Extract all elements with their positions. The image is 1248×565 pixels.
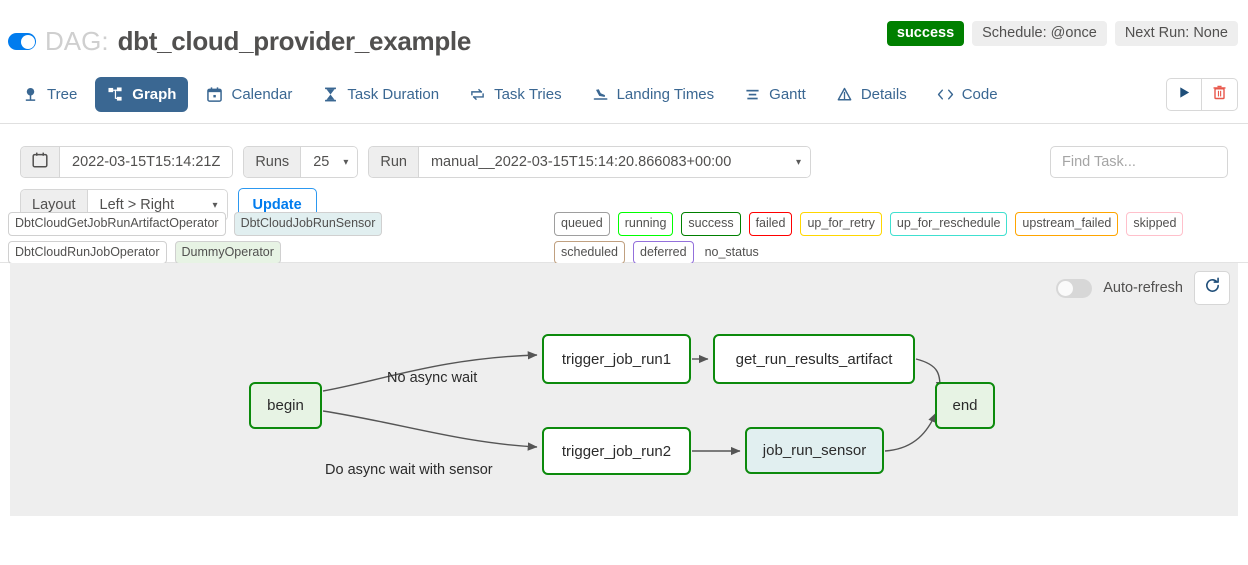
graph-edge-label: Do async wait with sensor [325, 462, 493, 478]
chevron-down-icon: ▾ [795, 156, 801, 168]
filter-row-primary: 2022-03-15T15:14:21Z Runs 25 ▾ Run manua… [20, 146, 1228, 178]
legend-state-chip[interactable]: scheduled [554, 240, 625, 264]
tab-label: Gantt [769, 86, 806, 103]
legend-state-chip[interactable]: queued [554, 212, 610, 236]
retry-icon [469, 86, 486, 103]
legend-operator-chip[interactable]: DbtCloudRunJobOperator [8, 240, 167, 264]
calendar-button[interactable] [21, 147, 60, 177]
tab-landing-times[interactable]: Landing Times [580, 77, 727, 112]
tab-graph[interactable]: Graph [95, 77, 189, 112]
play-icon [1178, 86, 1191, 104]
graph-toolbar: Auto-refresh [1056, 271, 1230, 305]
gantt-icon [744, 86, 761, 103]
auto-refresh-toggle[interactable] [1056, 278, 1093, 298]
filter-bar: 2022-03-15T15:14:21Z Runs 25 ▾ Run manua… [10, 134, 1238, 222]
tab-tree[interactable]: Tree [10, 77, 89, 112]
chevron-down-icon: ▾ [343, 156, 349, 168]
page-header: DAG: dbt_cloud_provider_example success … [0, 0, 1248, 66]
legend-state-chip[interactable]: skipped [1126, 212, 1184, 236]
run-label: Run [369, 147, 419, 177]
legend-state-chip[interactable]: running [617, 212, 674, 236]
tab-label: Calendar [231, 86, 293, 103]
graph-node[interactable]: get_run_results_artifact [713, 334, 915, 384]
tab-label: Details [860, 86, 907, 103]
legend-state-chip[interactable]: failed [748, 212, 793, 236]
legend-state-chip[interactable]: success [681, 212, 741, 236]
legend-operator-chip[interactable]: DbtCloudGetJobRunArtifactOperator [8, 212, 226, 236]
page-title: DAG: dbt_cloud_provider_example [8, 26, 471, 57]
tab-task-duration[interactable]: Task Duration [310, 77, 451, 112]
chevron-down-icon: ▾ [212, 199, 218, 211]
schedule-badge: Schedule: @once [972, 21, 1107, 46]
tree-icon [22, 86, 39, 103]
legend-state-chip[interactable]: no_status [704, 244, 759, 259]
tab-label: Tree [47, 86, 78, 103]
layout-select-value: Left > Right [99, 197, 175, 213]
code-icon [937, 86, 954, 103]
run-group: Run manual__2022-03-15T15:14:20.866083+0… [368, 146, 811, 178]
legend-state-chip[interactable]: up_for_retry [800, 212, 882, 236]
legend-states: queued running success failed up_for_retry up… [554, 212, 1236, 264]
refresh-icon [1204, 277, 1221, 299]
find-task-input[interactable]: Find Task... [1050, 146, 1228, 178]
trigger-dag-button[interactable] [1166, 78, 1202, 111]
delete-dag-button[interactable] [1202, 78, 1238, 111]
tab-gantt[interactable]: Gantt [732, 77, 818, 112]
legend-state-chip[interactable]: upstream_failed [1015, 212, 1119, 236]
trash-icon [1212, 85, 1227, 105]
refresh-button[interactable] [1194, 271, 1230, 305]
tab-label: Graph [132, 86, 177, 103]
legend-operator-chip[interactable]: DummyOperator [174, 240, 281, 264]
dag-prefix-label: DAG: [45, 26, 109, 56]
header-badges: success Schedule: @once Next Run: None [886, 21, 1238, 46]
runs-select[interactable]: 25 ▾ [301, 147, 358, 177]
legend-state-chip[interactable]: up_for_reschedule [889, 212, 1008, 236]
runs-label: Runs [244, 147, 302, 177]
legend-state-chip[interactable]: deferred [633, 240, 694, 264]
execution-date-group: 2022-03-15T15:14:21Z [20, 146, 234, 178]
view-tabs: Tree Graph Calendar Task Duration Task T… [0, 66, 1248, 124]
tab-label: Task Duration [347, 86, 440, 103]
graph-node[interactable]: trigger_job_run1 [542, 334, 691, 384]
calendar-icon [206, 86, 223, 103]
tab-label: Task Tries [494, 86, 562, 103]
graph-edge-label: No async wait [387, 370, 478, 386]
tab-task-tries[interactable]: Task Tries [457, 77, 574, 112]
legend-operator-chip[interactable]: DbtCloudJobRunSensor [233, 212, 383, 236]
runs-group: Runs 25 ▾ [243, 146, 359, 178]
graph-canvas[interactable]: begin trigger_job_run1 get_run_results_art… [10, 263, 1238, 516]
graph-node[interactable]: job_run_sensor [745, 427, 884, 474]
execution-date-input[interactable]: 2022-03-15T15:14:21Z [60, 147, 233, 177]
tab-details[interactable]: Details [824, 77, 919, 112]
graph-icon [107, 86, 124, 103]
graph-node[interactable]: end [935, 382, 995, 429]
hourglass-icon [322, 86, 339, 103]
details-icon [836, 86, 853, 103]
dag-pause-toggle[interactable] [8, 33, 36, 50]
tab-code[interactable]: Code [925, 77, 1010, 112]
graph-edges [322, 351, 945, 456]
runs-select-value: 25 [313, 154, 330, 170]
graph-node[interactable]: trigger_job_run2 [542, 427, 691, 475]
landing-icon [592, 86, 609, 103]
calendar-icon [32, 152, 48, 172]
run-select-value: manual__2022-03-15T15:14:20.866083+00:00 [430, 154, 732, 170]
tabbar-actions [1166, 78, 1238, 111]
graph-node[interactable]: begin [249, 382, 322, 429]
status-badge: success [886, 21, 965, 46]
run-select[interactable]: manual__2022-03-15T15:14:20.866083+00:00… [418, 147, 810, 177]
tab-label: Landing Times [616, 86, 715, 103]
dag-name-label: dbt_cloud_provider_example [117, 26, 472, 56]
next-run-badge: Next Run: None [1114, 21, 1238, 46]
tab-calendar[interactable]: Calendar [194, 77, 304, 112]
tab-label: Code [961, 86, 998, 103]
auto-refresh-label: Auto-refresh [1103, 280, 1183, 296]
